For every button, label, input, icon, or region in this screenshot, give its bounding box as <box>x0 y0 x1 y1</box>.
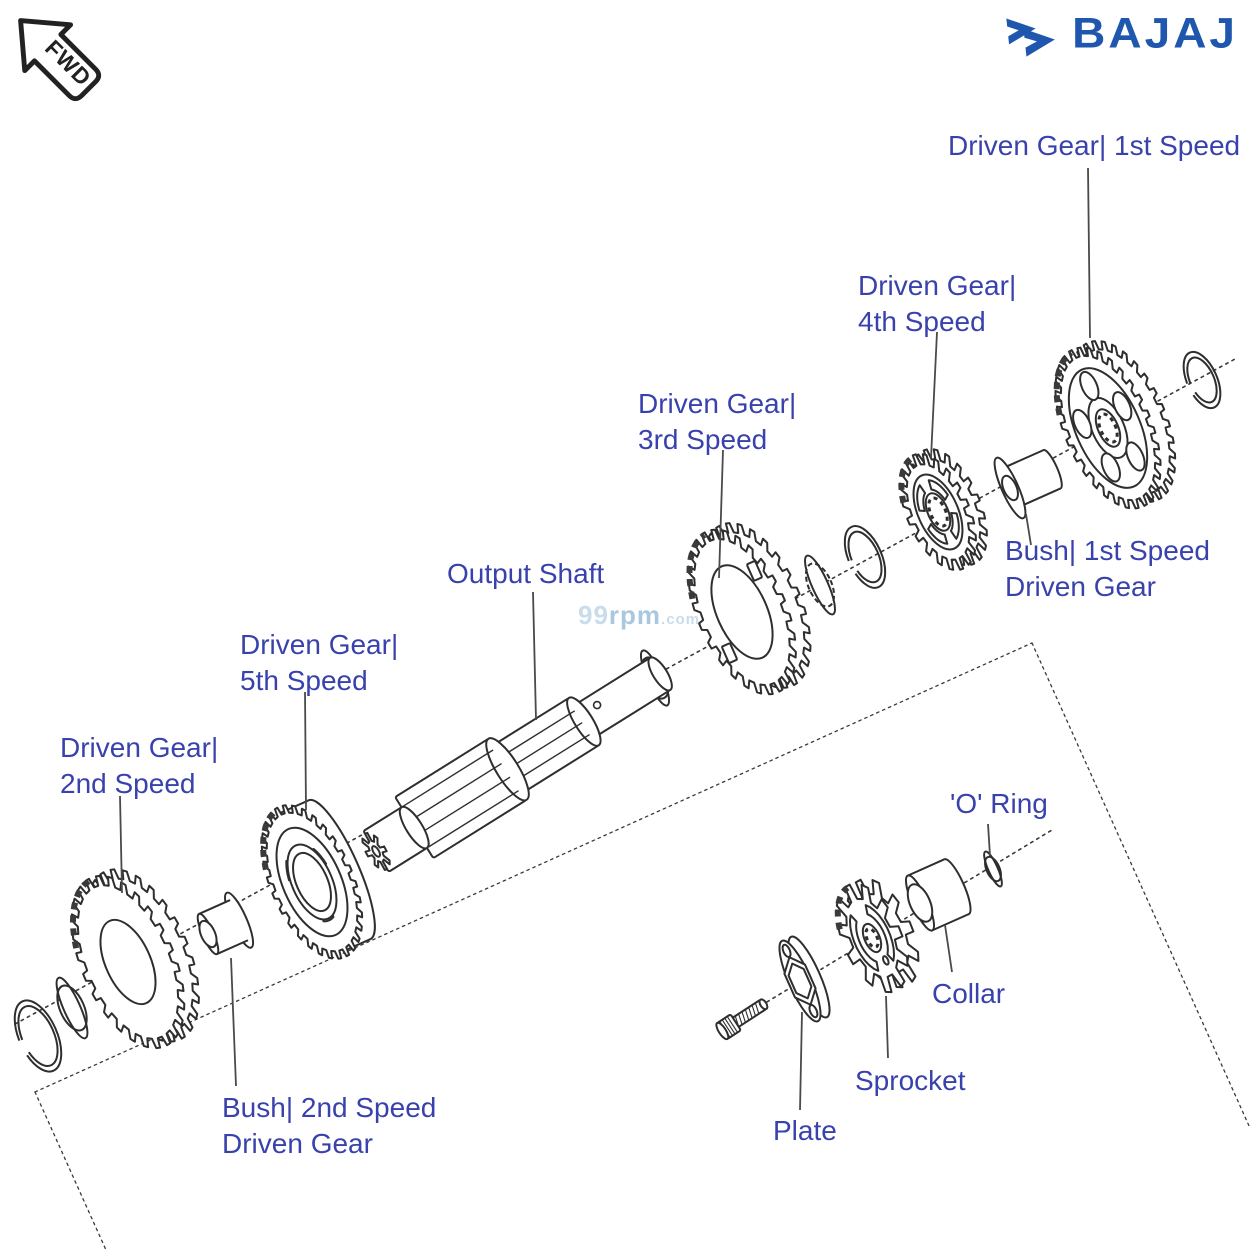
circlip-3rd-speed-illustration <box>837 520 894 594</box>
leader-gear-2nd <box>119 795 123 894</box>
label-sprocket: Sprocket <box>855 1065 966 1096</box>
brand-logo: BAJAJ <box>1004 6 1238 60</box>
leader-gear-5th <box>304 691 307 811</box>
collar-illustration <box>901 856 976 933</box>
bush-1st-speed-illustration <box>989 448 1065 522</box>
label-o-ring: 'O' Ring <box>950 788 1048 819</box>
dotted-boundary <box>34 642 1250 1250</box>
label-output-shaft: Output Shaft <box>447 558 605 589</box>
output-shaft-illustration <box>349 640 685 887</box>
label-driven-gear-5th-speed: Driven Gear| 5th Speed <box>240 629 399 696</box>
leader-gear-3rd <box>718 449 724 579</box>
sprocket-illustration <box>822 868 933 1002</box>
watermark-tld: .com <box>661 611 701 628</box>
leader-collar <box>944 924 953 973</box>
label-bush-2nd-speed: Bush| 2nd Speed Driven Gear <box>222 1092 437 1159</box>
watermark: 99rpm.com <box>578 600 700 631</box>
leader-bush-2nd <box>230 957 237 1087</box>
o-ring-illustration <box>981 850 1005 889</box>
driven-gear-2nd-speed-illustration <box>49 853 222 1065</box>
circlip-2nd-speed-illustration <box>5 994 71 1079</box>
bush-2nd-speed-illustration <box>194 890 258 957</box>
label-bush-1st-speed: Bush| 1st Speed Driven Gear <box>1005 535 1210 602</box>
bolt-illustration <box>714 995 771 1041</box>
plate-illustration <box>772 932 837 1025</box>
driven-gear-3rd-speed-illustration <box>666 507 833 710</box>
label-plate: Plate <box>773 1115 837 1146</box>
washer-2nd-speed-illustration <box>51 974 93 1041</box>
leader-gear-4th <box>930 331 938 459</box>
fwd-arrow-icon <box>18 18 102 102</box>
fwd-direction-badge: FWD <box>18 18 102 102</box>
driven-gear-4th-speed-illustration <box>884 438 1002 581</box>
watermark-num: 99 <box>578 600 609 630</box>
leader-lines <box>119 167 1091 1111</box>
bajaj-logo-icon <box>1006 18 1055 57</box>
label-driven-gear-3rd-speed: Driven Gear| 3rd Speed <box>638 388 797 455</box>
circlip-1st-speed-illustration <box>1176 346 1228 413</box>
leader-sprocket <box>885 995 889 1059</box>
leader-shaft <box>532 591 537 721</box>
leader-gear-1st <box>1087 167 1091 339</box>
watermark-word: rpm <box>608 600 662 630</box>
splined-washer-illustration <box>800 553 841 618</box>
leader-plate <box>799 1011 803 1111</box>
driven-gear-1st-speed-illustration <box>1034 326 1197 524</box>
label-collar: Collar <box>932 978 1006 1009</box>
label-driven-gear-4th-speed: Driven Gear| 4th Speed <box>858 270 1017 337</box>
driven-gear-5th-speed-illustration <box>241 791 387 974</box>
leader-o-ring <box>987 823 991 857</box>
label-driven-gear-2nd-speed: Driven Gear| 2nd Speed <box>60 732 219 799</box>
leader-bush-1st <box>1025 513 1032 546</box>
brand-name: BAJAJ <box>1072 9 1238 57</box>
label-driven-gear-1st-speed: Driven Gear| 1st Speed <box>948 130 1241 161</box>
